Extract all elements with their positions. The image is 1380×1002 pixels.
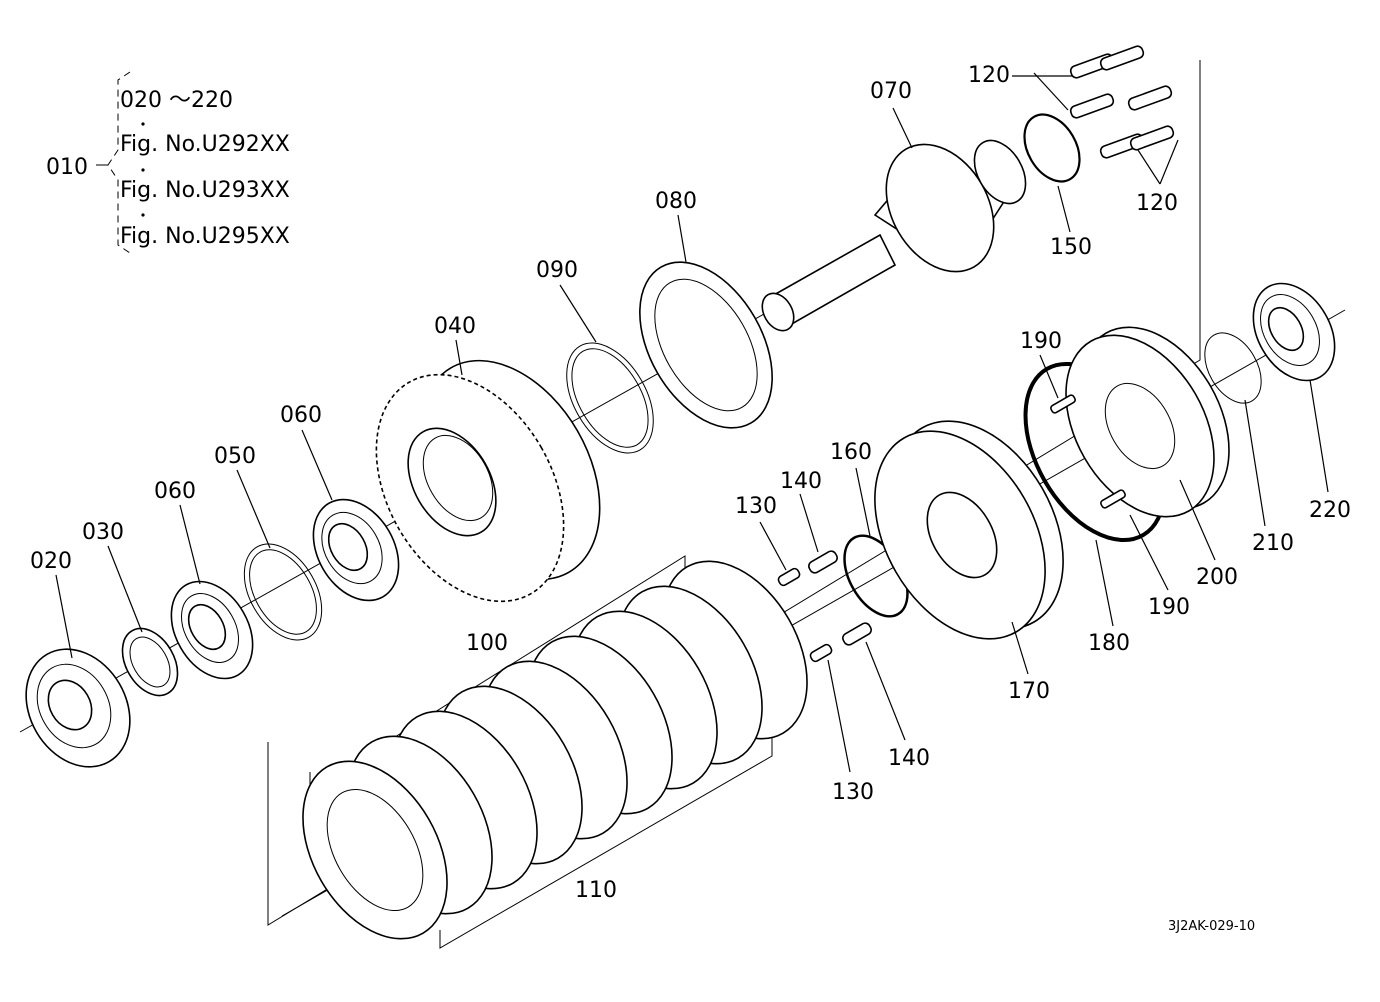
clutch-frame-upper [309,555,686,791]
label-140a: 140 [780,469,822,494]
assembly-label: 010 [46,155,88,180]
label-210: 210 [1252,531,1294,556]
springs-130-pins-140 [777,550,872,663]
note-line-3: Fig. No.U293XX [120,178,290,203]
label-150: 150 [1050,235,1092,260]
bearing-060-right [312,498,400,602]
label-060b: 060 [280,403,322,428]
label-140b: 140 [888,746,930,771]
label-030: 030 [82,520,124,545]
label-100: 100 [466,631,508,656]
snap-ring-210 [1204,332,1262,404]
note-bullet [141,168,145,172]
label-090: 090 [536,258,578,283]
label-120a: 120 [968,63,1010,88]
bearing-220 [1252,282,1336,382]
snap-ring-050 [243,543,323,641]
label-080: 080 [655,189,697,214]
assembly-note: 010 020 ～220 Fig. No.U292XX Fig. No.U293… [46,71,290,254]
snap-ring-090 [566,342,654,454]
note-bullet [141,122,145,126]
plate-080 [639,261,773,429]
part-labels: 020 030 060 050 060 040 090 080 070 120 … [30,63,1351,903]
label-110: 110 [575,878,617,903]
o-ring-150 [1023,113,1081,183]
clutch-frame-lower [439,738,773,949]
note-bullet [141,213,145,217]
leader-lines [55,72,1329,773]
label-220: 220 [1309,498,1351,523]
springs-120 [1069,45,1175,159]
label-130b: 130 [832,780,874,805]
label-070: 070 [870,79,912,104]
bearing-060-left [170,580,254,680]
washer-030 [121,627,179,697]
label-170: 170 [1008,679,1050,704]
label-020: 020 [30,549,72,574]
label-050: 050 [214,444,256,469]
label-190b: 190 [1148,595,1190,620]
shaft-070 [761,139,1027,332]
note-line-4: Fig. No.U295XX [120,224,290,249]
piston-170 [874,420,1064,640]
label-160: 160 [830,440,872,465]
pins-190 [1050,394,1126,509]
label-120b: 120 [1136,191,1178,216]
label-040: 040 [434,314,476,339]
clutch-disc-stack [302,560,808,940]
label-180: 180 [1088,631,1130,656]
drawing-code: 3J2AK-029-10 [1168,919,1255,934]
label-190a: 190 [1020,329,1062,354]
bearing-020 [25,648,131,768]
label-200: 200 [1196,565,1238,590]
note-line-2: Fig. No.U292XX [120,132,290,157]
housing-200 [1065,326,1230,518]
gear-040 [375,359,601,603]
label-130a: 130 [735,494,777,519]
note-line-1: 020 ～220 [120,88,233,113]
label-060a: 060 [154,479,196,504]
